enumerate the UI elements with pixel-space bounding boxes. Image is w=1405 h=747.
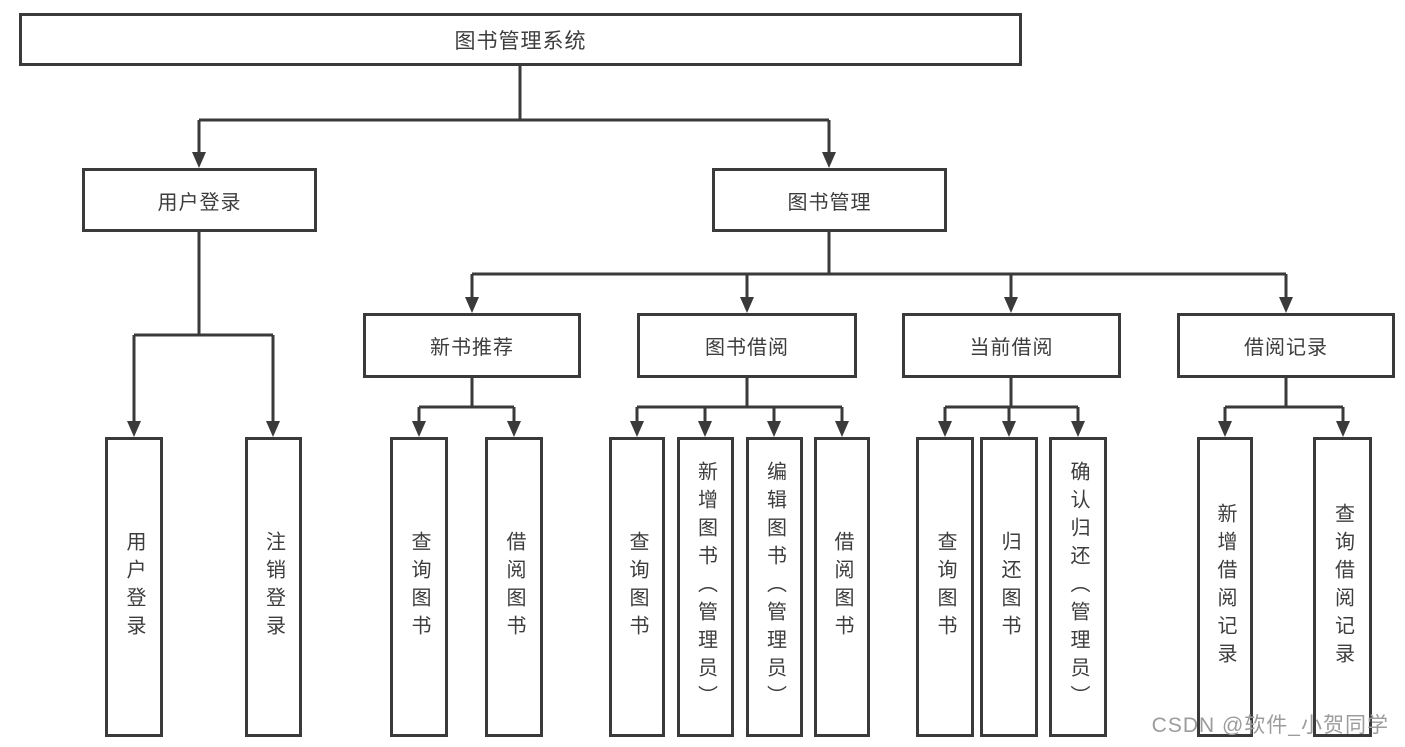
node-new-book-recommend: 新书推荐 [363, 313, 581, 378]
leaf-query-borrow-record: 查询借阅记录 [1313, 437, 1372, 737]
leaf-edit-book-admin: 编辑图书（管理员） [746, 437, 803, 737]
leaf-borrow-books-borrowing: 借阅图书 [814, 437, 870, 737]
node-current-borrowing: 当前借阅 [902, 313, 1121, 378]
watermark-text: CSDN @软件_小贺同学 [1151, 714, 1389, 737]
node-user-login: 用户登录 [82, 168, 317, 232]
leaf-query-books-recommend: 查询图书 [390, 437, 448, 737]
leaf-query-books-current: 查询图书 [916, 437, 974, 737]
leaf-query-books-borrowing: 查询图书 [609, 437, 665, 737]
leaf-add-book-admin: 新增图书（管理员） [677, 437, 734, 737]
leaf-return-books: 归还图书 [980, 437, 1038, 737]
node-library-management-system: 图书管理系统 [19, 13, 1022, 66]
leaf-user-login: 用户登录 [105, 437, 163, 737]
leaf-logout-login: 注销登录 [245, 437, 302, 737]
leaf-confirm-return-admin: 确认归还（管理员） [1049, 437, 1107, 737]
node-borrowing-records: 借阅记录 [1177, 313, 1395, 378]
leaf-add-borrow-record: 新增借阅记录 [1197, 437, 1253, 737]
node-book-borrowing: 图书借阅 [637, 313, 857, 378]
leaf-borrow-books-recommend: 借阅图书 [485, 437, 543, 737]
node-book-management: 图书管理 [712, 168, 947, 232]
